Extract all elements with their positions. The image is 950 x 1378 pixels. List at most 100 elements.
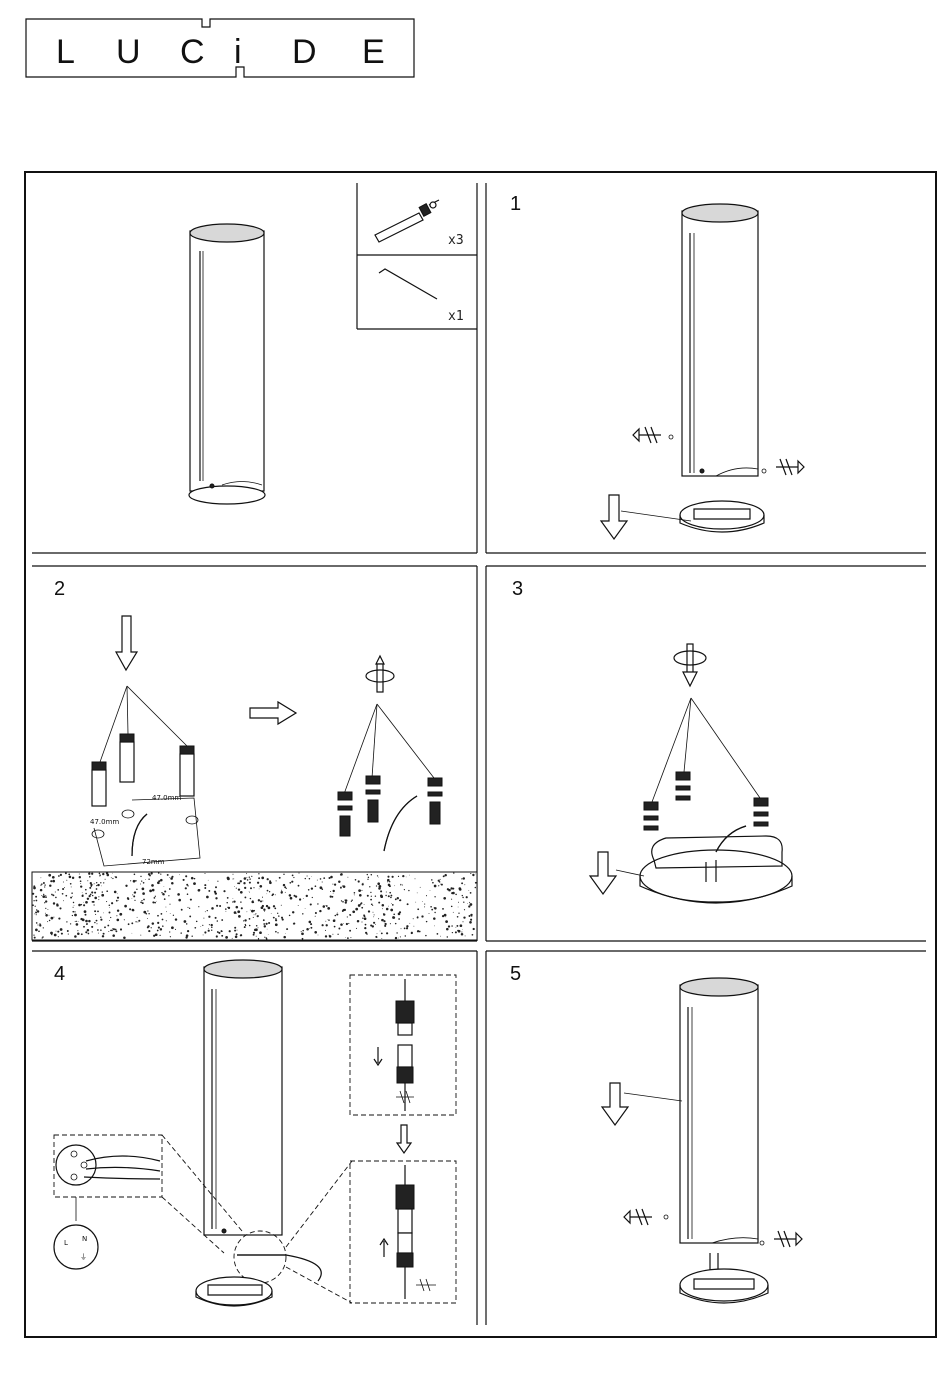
ground-speck (100, 876, 101, 877)
ground-speck (237, 910, 240, 913)
ground-speck (145, 879, 146, 880)
ground-speck (314, 931, 317, 934)
ground-speck (448, 925, 450, 927)
ground-speck (302, 930, 304, 932)
ground-speck (346, 923, 348, 925)
ground-speck (36, 909, 37, 910)
ground-speck (132, 894, 133, 895)
ground-speck (62, 893, 64, 895)
ground-speck (162, 919, 164, 921)
ground-speck (147, 926, 149, 928)
ground-speck (34, 937, 36, 939)
ground-speck (380, 895, 383, 898)
ground-speck (267, 890, 269, 892)
ground-speck (240, 935, 241, 936)
ground-speck (74, 911, 75, 912)
leader-line (486, 951, 926, 1326)
ground-speck (309, 878, 310, 879)
ground-speck (186, 923, 188, 925)
ground-speck (281, 890, 282, 891)
ground-speck (100, 882, 101, 883)
ground-speck (276, 880, 277, 881)
ground-speck (328, 919, 329, 920)
ground-speck (103, 933, 105, 935)
ground-speck (267, 929, 268, 930)
ground-speck (462, 929, 463, 930)
allen-key-icon (379, 269, 437, 299)
ground-speck (124, 919, 125, 920)
ground-speck (164, 886, 165, 887)
ground-speck (377, 875, 378, 876)
ground-speck (137, 917, 138, 918)
ground-speck (234, 927, 236, 929)
ground-speck (140, 876, 141, 877)
ground-speck (83, 904, 85, 906)
ground-speck (187, 907, 188, 908)
ground-speck (283, 884, 285, 886)
ground-speck (202, 925, 203, 926)
ground-speck (169, 877, 170, 878)
ground-speck (83, 926, 85, 928)
ground-speck (405, 935, 406, 936)
ground-speck (96, 888, 98, 890)
ground-speck (293, 923, 294, 924)
ground-speck (380, 931, 381, 932)
anchor-bolt-icon (375, 200, 439, 242)
ground-speck (98, 899, 99, 900)
ground-speck (70, 883, 72, 885)
ground-speck (99, 873, 101, 875)
ground-speck (98, 933, 99, 934)
ground-speck (151, 927, 152, 928)
ground-speck (177, 893, 180, 896)
ground-speck (58, 875, 60, 877)
ground-speck (208, 890, 210, 892)
ground-speck (475, 874, 476, 875)
ground-speck (246, 873, 247, 874)
ground-speck (140, 884, 141, 885)
ground-speck (337, 912, 338, 913)
nut-icon (428, 778, 442, 824)
ground-speck (398, 938, 399, 939)
ground-speck (133, 895, 135, 897)
ground-speck (132, 898, 133, 899)
ground-speck (42, 936, 44, 938)
ground-speck (255, 928, 258, 931)
ground-speck (85, 889, 87, 891)
ground-speck (393, 917, 395, 919)
terminal-label: L (64, 1239, 68, 1247)
ground-texture (32, 872, 477, 940)
ground-speck (204, 887, 206, 889)
ground-speck (56, 903, 58, 905)
ground-speck (470, 914, 472, 916)
ground-speck (269, 891, 270, 892)
ground-speck (123, 937, 126, 940)
ground-speck (36, 914, 37, 915)
ground-speck (470, 892, 472, 894)
ground-speck (88, 920, 90, 922)
ground-speck (259, 889, 260, 890)
ground-speck (37, 910, 39, 912)
ground-speck (232, 901, 233, 902)
ground-speck (77, 930, 78, 931)
ground-speck (100, 917, 101, 918)
ground-speck (277, 913, 278, 914)
ground-speck (451, 906, 453, 908)
ground-speck (264, 937, 265, 938)
ground-speck (439, 881, 441, 883)
ground-speck (66, 880, 67, 881)
ground-speck (96, 885, 97, 886)
ground-speck (156, 901, 157, 902)
ground-speck (458, 913, 459, 914)
ground-speck (310, 927, 312, 929)
ground-speck (204, 931, 206, 933)
ground-speck (72, 915, 73, 916)
ground-speck (109, 905, 111, 907)
ground-speck (372, 905, 373, 906)
ground-speck (88, 873, 90, 875)
ground-speck (320, 878, 322, 880)
ground-speck (62, 888, 64, 890)
ground-speck (45, 896, 47, 898)
ground-speck (245, 924, 246, 925)
ground-speck (375, 896, 376, 897)
ground-speck (345, 937, 346, 938)
